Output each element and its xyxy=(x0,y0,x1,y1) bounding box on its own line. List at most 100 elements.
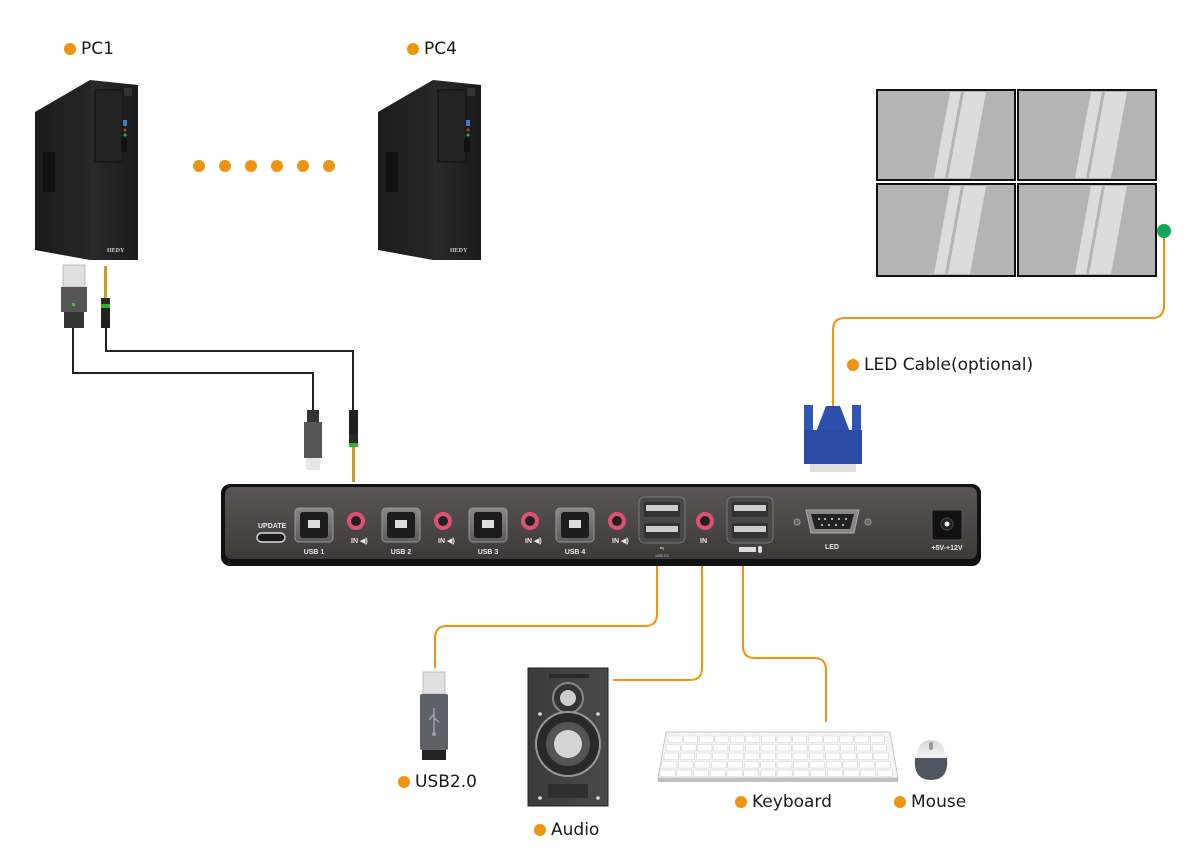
keyboard-key xyxy=(792,752,809,760)
usb-b-port[interactable] xyxy=(381,507,421,543)
keyboard-key xyxy=(838,735,854,743)
keyboard-key xyxy=(695,752,712,760)
usb-port-label: USB 2 xyxy=(391,549,412,556)
keyboard-key xyxy=(824,744,840,752)
keyboard-key xyxy=(683,735,698,743)
keyboard-key xyxy=(659,769,676,777)
usb-hub-ports[interactable] xyxy=(638,496,686,544)
keyboard-key xyxy=(842,761,858,769)
audio-in-label: IN ◀) xyxy=(351,538,368,545)
keyboard-key xyxy=(792,735,807,743)
usb-b-port[interactable] xyxy=(468,507,508,543)
keyboard-label: Keyboard xyxy=(735,792,832,812)
usb-b-port[interactable] xyxy=(555,507,595,543)
usb-label: USB2.0 xyxy=(398,772,477,792)
bullet-dot xyxy=(398,776,410,788)
pc1-label: PC1 xyxy=(64,39,114,59)
audio-in-jack[interactable] xyxy=(608,512,626,530)
audio-jack-kvm-icon xyxy=(349,410,358,482)
svg-text:⇆: ⇆ xyxy=(660,546,664,552)
audio-jack-plug-icon xyxy=(101,266,110,328)
audio-in-label: IN xyxy=(700,538,707,545)
keyboard-key xyxy=(871,744,887,752)
keyboard-key xyxy=(793,769,810,777)
keyboard-key xyxy=(759,769,776,777)
keyboard-key xyxy=(808,752,825,760)
keyboard-key xyxy=(676,769,693,777)
video-wall-screen xyxy=(876,183,1016,277)
audio-in-jack[interactable] xyxy=(696,512,714,530)
keyboard-key xyxy=(744,752,760,760)
peripheral-cables xyxy=(434,566,827,722)
pc4-label: PC4 xyxy=(407,39,457,59)
keyboard-key xyxy=(760,761,776,769)
video-wall-screen xyxy=(876,89,1016,181)
video-wall xyxy=(876,89,1157,277)
keyboard-key xyxy=(761,735,776,743)
keyboard-key xyxy=(726,769,743,777)
keyboard-key xyxy=(728,752,744,760)
keyboard-key xyxy=(776,735,792,743)
bullet-dot xyxy=(894,796,906,808)
keyboard-key xyxy=(841,752,857,760)
db9-connector-icon xyxy=(804,405,862,472)
bullet-dot xyxy=(847,359,859,371)
audio-in-jack[interactable] xyxy=(347,512,365,530)
keyboard-key xyxy=(743,769,760,777)
keyboard-key xyxy=(873,752,889,760)
keyboard-key xyxy=(729,744,745,752)
power-jack[interactable] xyxy=(931,509,963,541)
mouse-label: Mouse xyxy=(894,792,966,812)
keyboard-key xyxy=(729,735,745,743)
audio-in-jack[interactable] xyxy=(434,512,452,530)
usb-b-port[interactable] xyxy=(294,507,334,543)
keyboard-key xyxy=(693,769,709,777)
bullet-dot xyxy=(64,43,76,55)
keyboard-key xyxy=(857,752,873,760)
keyboard-key xyxy=(810,769,826,777)
keyboard-key xyxy=(776,769,793,777)
usb-hub-label: USB 2.0 xyxy=(655,554,668,558)
speaker-icon xyxy=(527,667,609,807)
keyboard-key xyxy=(875,761,891,769)
keyboard-key xyxy=(727,761,743,769)
keyboard-key xyxy=(855,744,871,752)
keyboard-key xyxy=(679,752,696,760)
video-wall-screen xyxy=(1017,183,1157,277)
kvm-switch: UPDATE USB 1IN ◀) USB 2IN ◀) USB 3IN ◀) … xyxy=(221,484,981,566)
keyboard-key xyxy=(808,744,824,752)
mouse-icon xyxy=(914,740,948,780)
keyboard-key xyxy=(745,735,761,743)
keyboard-mouse-ports[interactable] xyxy=(726,496,774,544)
led-db9-port[interactable] xyxy=(793,509,872,534)
keyboard-key xyxy=(681,744,697,752)
usb-drive-icon xyxy=(420,671,448,760)
keyboard-key xyxy=(698,735,714,743)
keyboard-key xyxy=(760,752,776,760)
keyboard-key xyxy=(713,744,729,752)
keyboard-port-icon xyxy=(739,547,756,552)
bullet-dot xyxy=(407,43,419,55)
keyboard-key xyxy=(667,735,683,743)
audio-in-label: IN ◀) xyxy=(525,538,542,545)
led-cable-connector-dot xyxy=(1157,224,1171,238)
pc1-tower: HEDY xyxy=(35,80,138,260)
update-usb-c-port[interactable] xyxy=(256,532,286,543)
usb-port-label: USB 3 xyxy=(478,549,499,556)
pc4-tower: HEDY xyxy=(378,80,481,260)
svg-text:HEDY: HEDY xyxy=(450,248,468,254)
bullet-dot xyxy=(735,796,747,808)
keyboard-key xyxy=(712,752,728,760)
video-wall-screen xyxy=(1017,89,1157,181)
keyboard-key xyxy=(776,761,793,769)
keyboard-key xyxy=(760,744,776,752)
audio-in-jack[interactable] xyxy=(521,512,539,530)
led-port-label: LED xyxy=(825,544,839,551)
keyboard-key xyxy=(678,761,694,769)
keyboard-key xyxy=(870,735,885,743)
keyboard-key xyxy=(665,744,681,752)
usb-port-label: USB 4 xyxy=(565,549,586,556)
update-label: UPDATE xyxy=(258,523,287,530)
bullet-dot xyxy=(534,824,546,836)
